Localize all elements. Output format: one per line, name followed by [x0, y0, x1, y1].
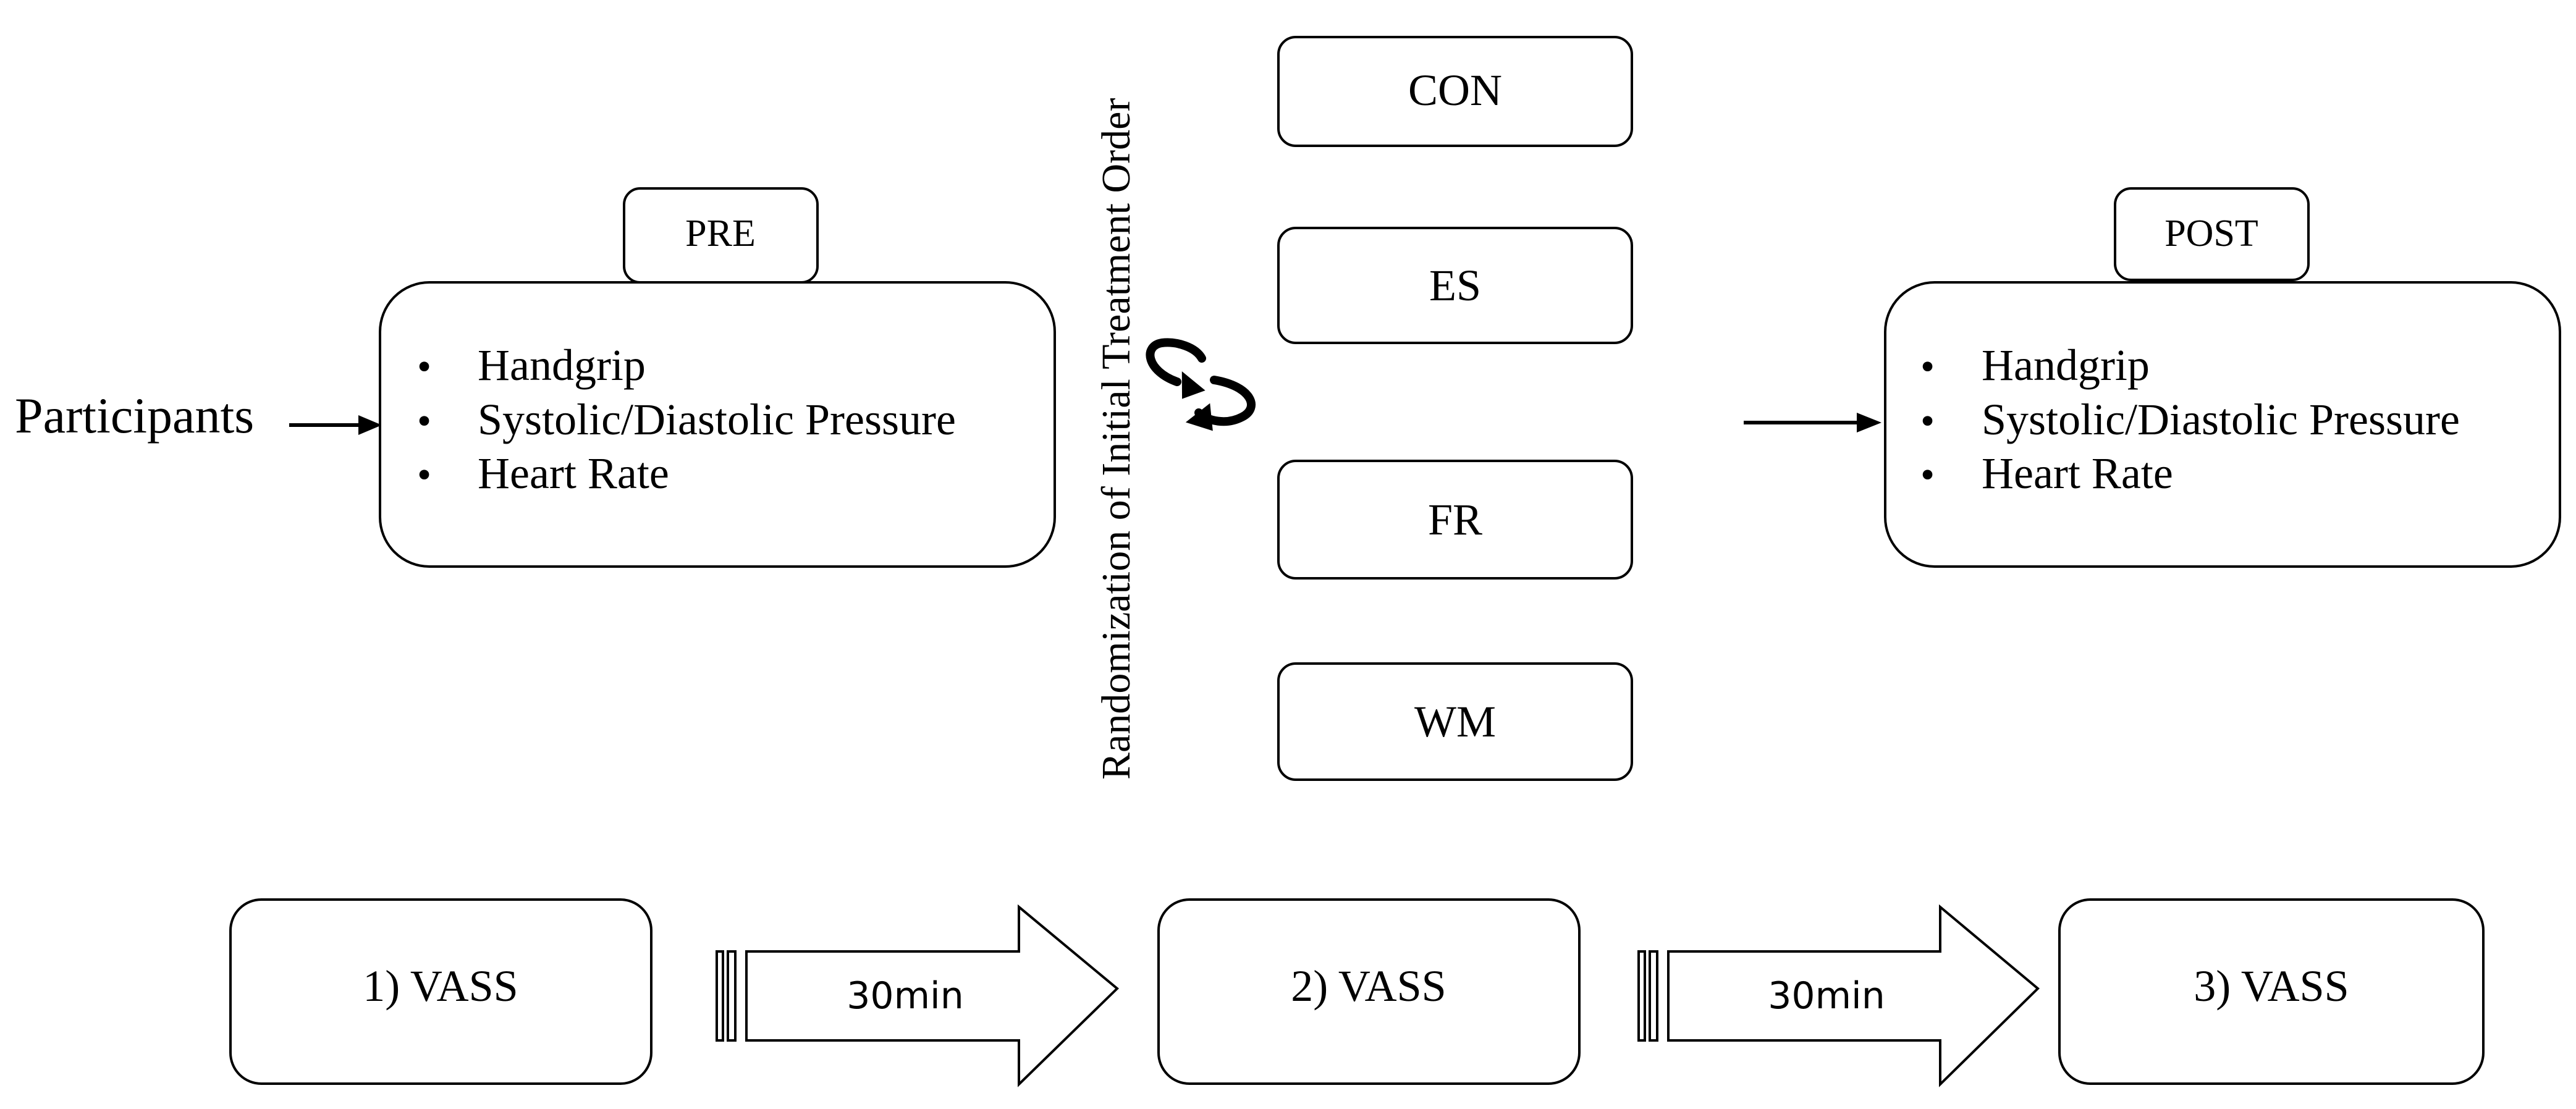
interval-arrow-2: 30min	[1637, 904, 2040, 1087]
pre-item-pressure: Systolic/Diastolic Pressure	[478, 395, 956, 444]
participants-arrow	[289, 415, 382, 435]
pre-item-handgrip: Handgrip	[478, 340, 646, 390]
pre-bullet-1: •	[417, 344, 431, 389]
pre-bullet-2: •	[417, 398, 431, 444]
post-measurements-box: • Handgrip • Systolic/Diastolic Pressure…	[1884, 281, 2561, 568]
pre-bullet-3: •	[417, 452, 431, 497]
vass-step-3-label: 3) VASS	[2194, 961, 2349, 1011]
vass-step-2-label: 2) VASS	[1291, 961, 1446, 1011]
pre-tab-label: PRE	[685, 213, 756, 255]
post-item-pressure: Systolic/Diastolic Pressure	[1982, 395, 2460, 444]
post-tab: POST	[2114, 187, 2310, 281]
vass-step-3: 3) VASS	[2058, 898, 2485, 1085]
treatment-wm-label: WM	[1414, 697, 1496, 746]
treatment-fr: FR	[1277, 460, 1633, 580]
pre-measurements-box: • Handgrip • Systolic/Diastolic Pressure…	[379, 281, 1056, 568]
post-bullet-1: •	[1920, 344, 1935, 389]
vass-step-1-label: 1) VASS	[363, 961, 518, 1011]
participants-label: Participants	[15, 387, 254, 444]
pre-tab: PRE	[623, 187, 819, 284]
treatment-wm: WM	[1277, 662, 1633, 781]
interval-arrow-2-label: 30min	[1768, 974, 1885, 1018]
treatment-es-label: ES	[1429, 261, 1481, 310]
post-item-handgrip: Handgrip	[1982, 340, 2150, 390]
treatment-con-label: CON	[1408, 65, 1502, 115]
randomization-label: Randomization of Initial Treatment Order	[1094, 98, 1139, 780]
treatment-fr-label: FR	[1428, 495, 1482, 544]
cycle-arrows-icon	[1146, 338, 1256, 431]
treatment-con: CON	[1277, 36, 1633, 147]
post-bullet-3: •	[1920, 452, 1935, 497]
pre-item-heart-rate: Heart Rate	[478, 449, 669, 498]
interval-arrow-1: 30min	[716, 904, 1119, 1087]
interval-arrow-1-label: 30min	[847, 974, 964, 1018]
vass-step-1: 1) VASS	[229, 898, 652, 1085]
post-tab-label: POST	[2164, 213, 2258, 255]
vass-step-2: 2) VASS	[1157, 898, 1581, 1085]
treatment-es: ES	[1277, 227, 1633, 344]
post-arrow	[1744, 413, 1881, 432]
post-bullet-2: •	[1920, 398, 1935, 444]
post-item-heart-rate: Heart Rate	[1982, 449, 2173, 498]
